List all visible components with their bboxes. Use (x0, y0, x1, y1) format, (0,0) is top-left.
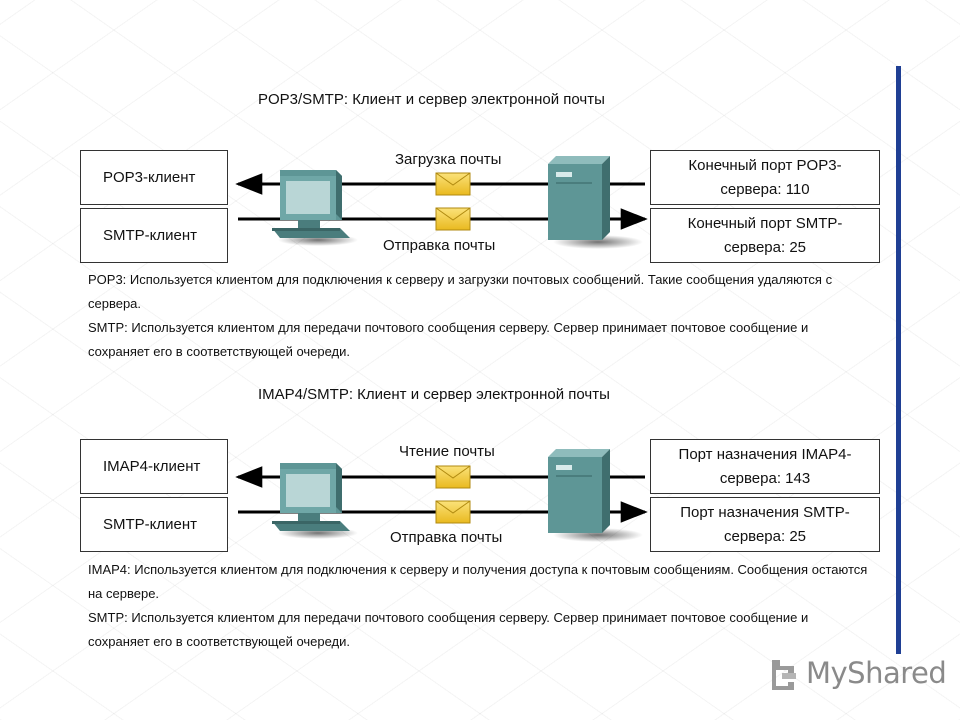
logo-text: MyShared (806, 656, 947, 690)
smtp-server-port-box: Порт назначения SMTP-сервера: 25 (650, 497, 880, 552)
read-label: Чтение почты (399, 443, 495, 460)
envelope-icon (435, 207, 471, 231)
server-icon (548, 156, 643, 249)
computer-icon (272, 170, 358, 246)
section-title: POP3/SMTP: Клиент и сервер электронной п… (258, 91, 605, 108)
section-description: POP3: Используется клиентом для подключе… (88, 268, 868, 364)
description-paragraph: IMAP4: Используется клиентом для подключ… (88, 562, 868, 601)
send-label: Отправка почты (383, 237, 496, 254)
smtp-client-box: SMTP-клиент (80, 208, 228, 263)
send-label: Отправка почты (390, 529, 503, 546)
right-accent-rule (896, 66, 901, 654)
imap4-client-box: IMAP4-клиент (80, 439, 228, 494)
download-label: Загрузка почты (395, 151, 502, 168)
logo-icon (772, 660, 796, 690)
section-description: IMAP4: Используется клиентом для подключ… (88, 558, 868, 654)
description-paragraph: POP3: Используется клиентом для подключе… (88, 272, 833, 311)
myshared-logo: MyShared (766, 654, 947, 698)
pop3-server-port-box: Конечный порт POP3-сервера: 110 (650, 150, 880, 205)
description-paragraph: SMTP: Используется клиентом для передачи… (88, 320, 809, 359)
pop3-client-box: POP3-клиент (80, 150, 228, 205)
computer-icon (272, 463, 358, 539)
envelope-icon (435, 172, 471, 196)
envelope-icon (435, 465, 471, 489)
server-icon (548, 449, 643, 542)
envelope-icon (435, 500, 471, 524)
smtp-server-port-box: Конечный порт SMTP-сервера: 25 (650, 208, 880, 263)
description-paragraph: SMTP: Используется клиентом для передачи… (88, 610, 809, 649)
section-title: IMAP4/SMTP: Клиент и сервер электронной … (258, 386, 610, 403)
imap4-server-port-box: Порт назначения IMAP4-сервера: 143 (650, 439, 880, 494)
smtp-client-box: SMTP-клиент (80, 497, 228, 552)
